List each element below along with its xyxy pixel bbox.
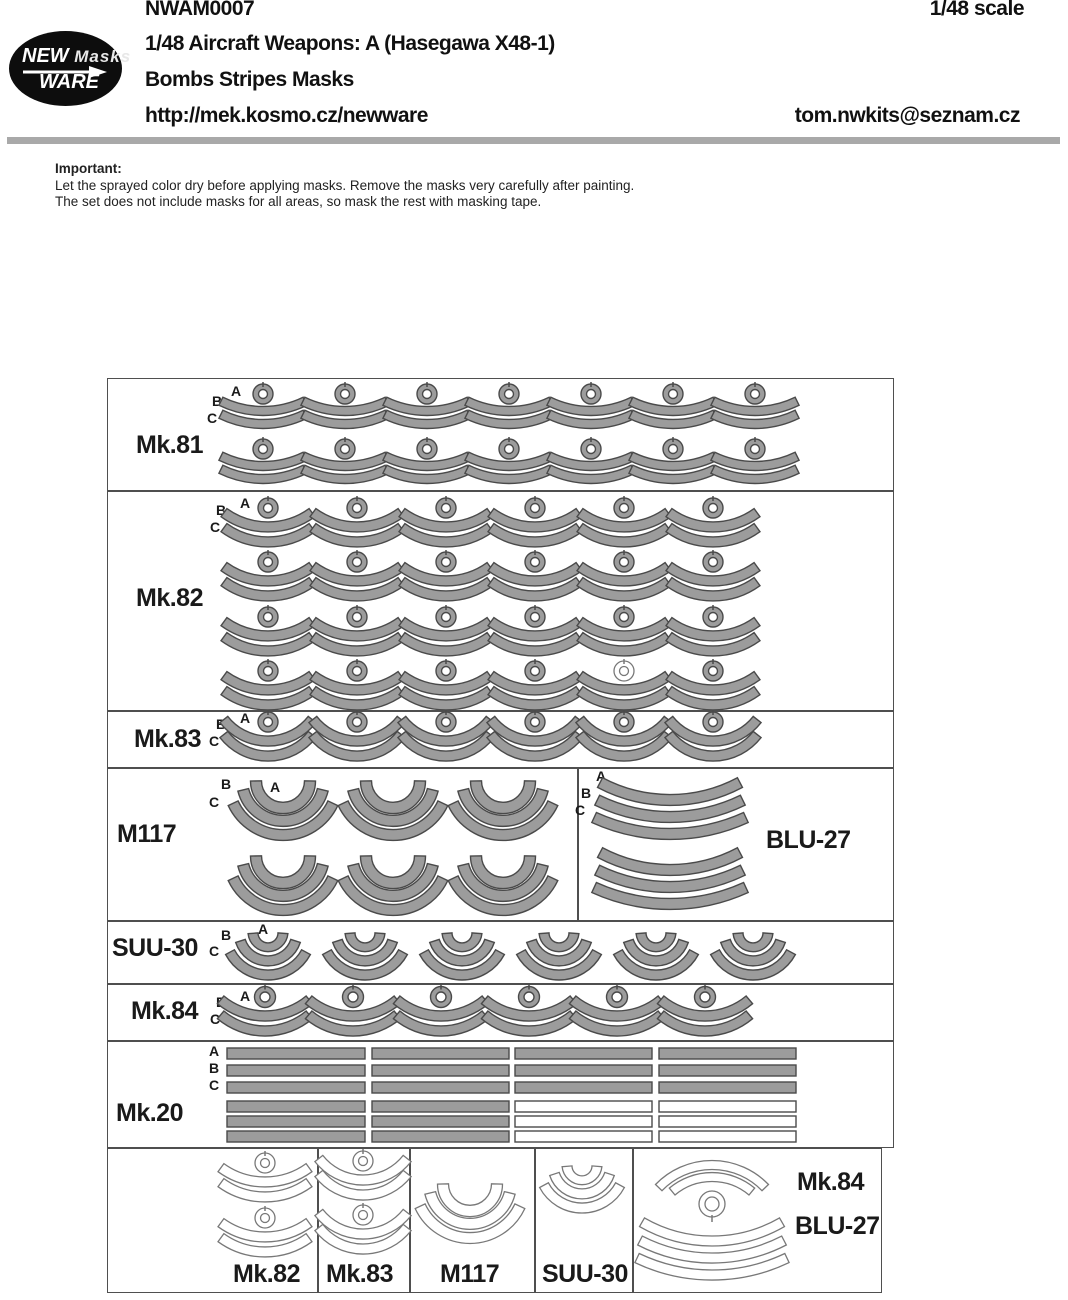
notes-line1: Let the sprayed color dry before applyin… [55, 177, 635, 193]
stripe-marker-a-12: A [596, 768, 607, 784]
box-suu30 [107, 921, 894, 984]
box-mk20 [107, 1041, 894, 1148]
stripe-marker-a-10: A [270, 779, 281, 795]
stripe-marker-a-0: A [231, 383, 242, 399]
box-m117 [107, 768, 578, 921]
website-url: http://mek.kosmo.cz/newware [145, 104, 428, 127]
stripe-marker-b-4: B [216, 502, 227, 518]
section-label-blu27: BLU-27 [766, 826, 851, 854]
stripe-marker-c-5: C [210, 519, 221, 535]
stripe-marker-a-16: A [258, 921, 269, 937]
stripe-marker-c-8: C [209, 733, 220, 749]
section-label-m117: M117 [117, 820, 177, 848]
notes-line2: The set does not include masks for all a… [55, 194, 542, 209]
stripe-marker-b-22: B [209, 1060, 220, 1076]
section-label-mk20: Mk.20 [116, 1099, 183, 1127]
box-mk83 [107, 711, 894, 768]
section-label-suu30: SUU-30 [112, 934, 198, 962]
stripe-marker-c-11: C [209, 794, 220, 810]
stripe-marker-c-23: C [209, 1077, 220, 1093]
logo-word-new: NEW [22, 45, 69, 67]
section-label-mk81: Mk.81 [136, 431, 203, 459]
sheet-title: 1/48 Aircraft Weapons: A (Hasegawa X48-1… [145, 32, 555, 55]
section-label-mk84-b: Mk.84 [797, 1168, 864, 1196]
section-label-mk83-b: Mk.83 [326, 1260, 393, 1288]
important-notes: Important: Let the sprayed color dry bef… [55, 161, 634, 211]
stripe-marker-c-14: C [575, 802, 586, 818]
stripe-marker-a-6: A [240, 710, 251, 726]
stripe-marker-a-3: A [240, 495, 251, 511]
logo-line1: NEW Masks [22, 45, 131, 68]
box-mk81 [107, 378, 894, 491]
stripe-marker-a-21: A [209, 1043, 220, 1059]
section-label-mk82: Mk.82 [136, 584, 203, 612]
scale-label: 1/48 scale [929, 0, 1025, 20]
stripe-marker-b-7: B [216, 716, 227, 732]
box-mk84 [107, 984, 894, 1041]
stripe-marker-c-20: C [210, 1011, 221, 1027]
logo-word-ware: WARE [39, 71, 99, 93]
box-mk82 [107, 491, 894, 711]
section-label-mk83: Mk.83 [134, 725, 201, 753]
header-divider [7, 137, 1060, 144]
product-code: NWAM0007 [145, 0, 255, 20]
box-suu30b [535, 1148, 633, 1293]
stripe-marker-b-13: B [581, 785, 592, 801]
section-label-mk82-b: Mk.82 [233, 1260, 300, 1288]
sheet-subtitle: Bombs Stripes Masks [145, 68, 354, 91]
section-label-suu30-b: SUU-30 [542, 1260, 628, 1288]
box-eyeb [633, 1148, 882, 1293]
newware-logo: NEW Masks WARE [9, 31, 130, 106]
box-blu27 [578, 768, 894, 921]
stripe-marker-c-2: C [207, 410, 218, 426]
section-label-mk84: Mk.84 [131, 997, 198, 1025]
section-label-m117-b: M117 [440, 1260, 500, 1288]
notes-heading: Important: [55, 161, 122, 176]
stripe-marker-b-19: B [216, 994, 227, 1010]
section-label-blu27-b: BLU-27 [795, 1212, 880, 1240]
stripe-marker-c-17: C [209, 943, 220, 959]
logo-arrow-icon [23, 66, 107, 78]
logo-word-masks: Masks [74, 47, 132, 66]
stripe-marker-b-1: B [212, 393, 223, 409]
stripe-marker-a-18: A [240, 988, 251, 1004]
contact-email: tom.nwkits@seznam.cz [794, 104, 1021, 127]
stripe-marker-b-15: B [221, 927, 232, 943]
stripe-marker-b-9: B [221, 776, 232, 792]
